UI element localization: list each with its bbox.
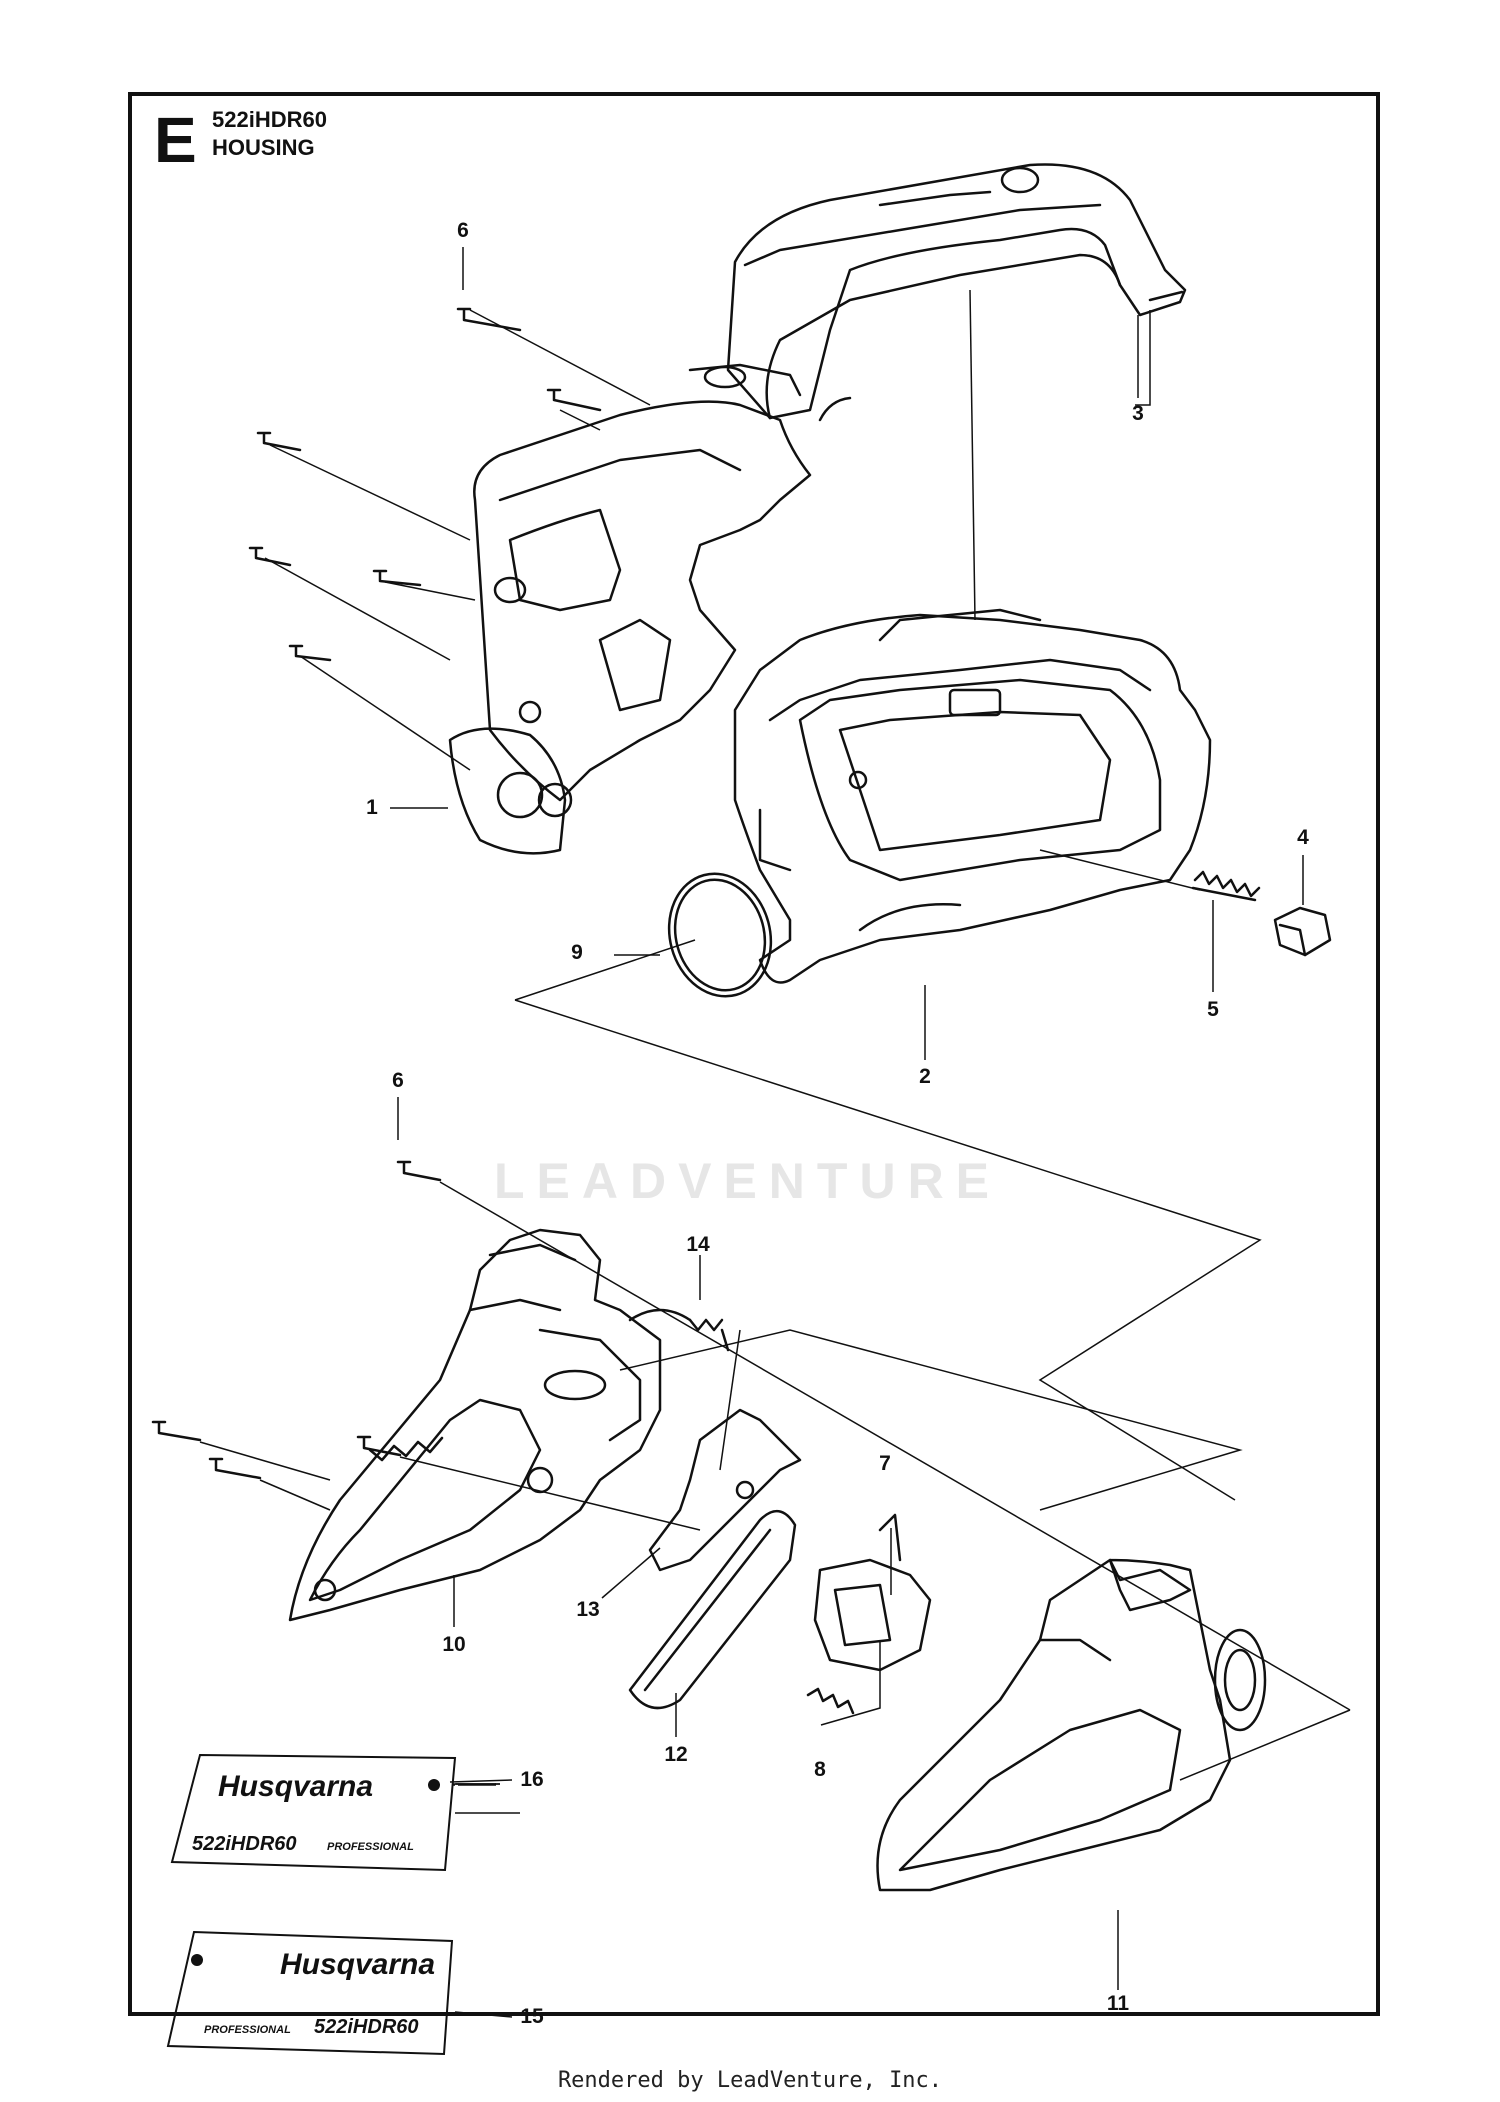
callout-6-top: 6 [457,219,469,242]
diagram-frame [128,92,1380,2016]
callout-9: 9 [571,941,583,964]
decal-16: Husqvarna 522iHDR60 PROFESSIONAL [170,1753,457,1872]
watermark: LEADVENTURE [494,1153,1002,1209]
part-4-button [1273,906,1332,957]
callout-5: 5 [1207,998,1219,1021]
part-1-left-housing [448,363,812,855]
callout-4: 4 [1297,826,1309,849]
part-8-small-spring [806,1687,855,1715]
part-11-handle-right-half [876,1558,1267,1892]
part-7-safety-switch [813,1513,932,1672]
leader-lines [199,289,1351,1781]
section-letter: E [154,104,197,176]
footer-credit: Rendered by LeadVenture, Inc. [557,2068,943,2093]
part-2-right-housing [733,608,1212,984]
part-13-trigger [648,1408,802,1572]
callout-16: 16 [520,1768,544,1791]
decal-15-grade: PROFESSIONAL [204,2024,291,2036]
diagram-title: HOUSING [212,135,315,160]
callout-3: 3 [1132,402,1144,425]
callout-8: 8 [814,1758,826,1781]
decal-16-model: 522iHDR60 [192,1833,297,1855]
model-number: 522iHDR60 [212,107,327,132]
part-5-spring [1191,870,1261,902]
part-9-o-ring [667,872,773,998]
decal-15-brand: Husqvarna [280,1948,435,1981]
part-10-handle-left-half [288,1228,662,1622]
callout-14: 14 [686,1233,710,1256]
decal-16-brand: Husqvarna [218,1770,373,1803]
callout-11: 11 [1106,1992,1130,2015]
callout-7: 7 [879,1452,891,1475]
part-3-top-handle [726,163,1187,422]
callout-12: 12 [664,1743,688,1766]
callout-15: 15 [520,2005,544,2028]
part-12-trigger-cover [628,1510,797,1710]
decal-16-grade: PROFESSIONAL [327,1841,414,1853]
callout-13: 13 [576,1598,600,1621]
callout-1: 1 [366,796,378,819]
callout-2: 2 [919,1065,931,1088]
screws-top [151,307,602,1480]
callout-lines [390,315,1304,1990]
callout-6-bottom: 6 [392,1069,404,1092]
decal-15: Husqvarna PROFESSIONAL 522iHDR60 [166,1930,454,2056]
decal-15-model: 522iHDR60 [314,2016,419,2038]
callout-10: 10 [442,1633,466,1656]
